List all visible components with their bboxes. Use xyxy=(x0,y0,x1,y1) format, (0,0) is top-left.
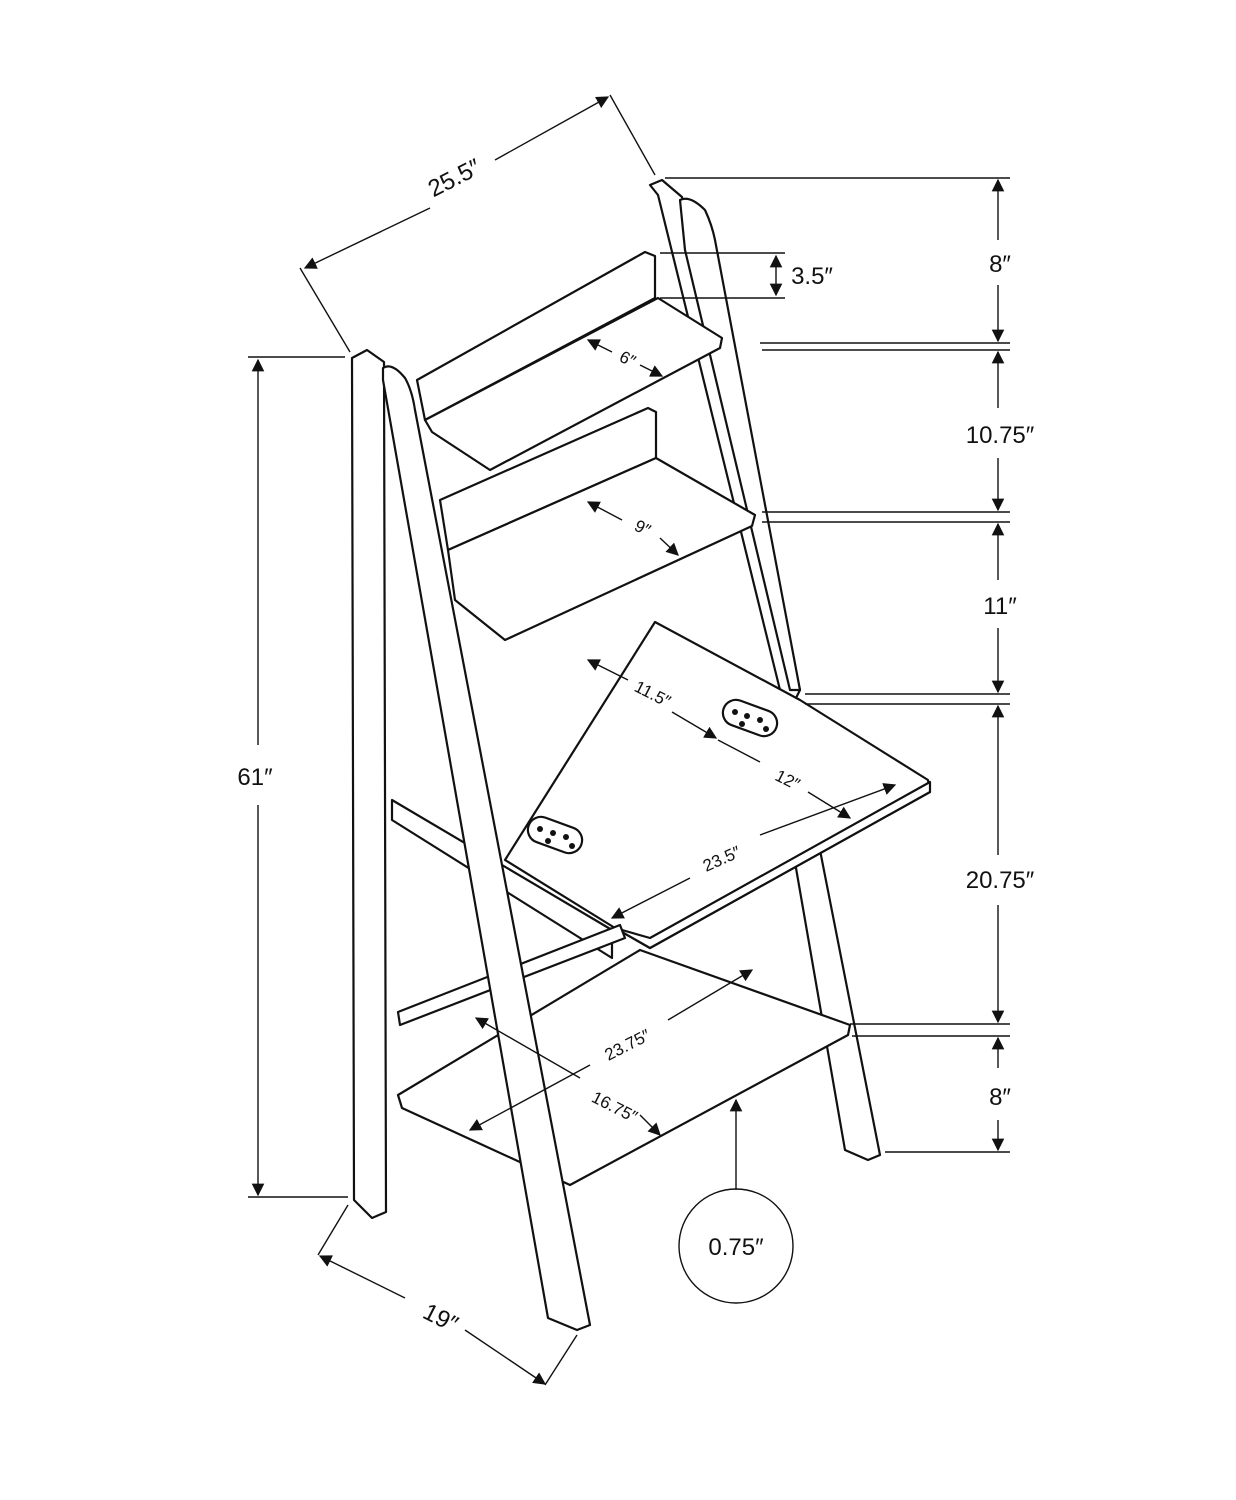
top-shelf-back-panel xyxy=(415,250,657,422)
label-middle-spacing: 11″ xyxy=(983,593,1017,620)
top-shelf xyxy=(423,296,724,472)
label-desk-height: 20.75″ xyxy=(966,867,1035,894)
desk-front-edge xyxy=(613,780,932,950)
label-bottom-spacing: 8″ xyxy=(989,1084,1011,1111)
label-top-section: 8″ xyxy=(989,251,1011,278)
second-shelf xyxy=(446,456,757,642)
dimension-lines xyxy=(248,94,1010,1386)
label-top-shelf-back-panel: 3.5″ xyxy=(791,263,833,290)
label-shelf-thickness: 0.75″ xyxy=(708,1234,764,1261)
thickness-callout-circle xyxy=(678,1188,794,1304)
hinge-left-icon xyxy=(526,815,584,855)
label-depth: 19″ xyxy=(419,1298,463,1338)
label-top-shelf-depth: 6″ xyxy=(616,347,638,371)
desk-surface xyxy=(503,620,932,950)
bottom-shelf xyxy=(396,948,852,1187)
front-left-leg xyxy=(381,365,592,1332)
label-second-shelf-depth: 9″ xyxy=(631,516,653,540)
label-upper-spacing: 10.75″ xyxy=(966,422,1035,449)
ladder-desk-drawing xyxy=(350,178,932,1332)
lower-back-right-leg xyxy=(790,838,882,1162)
second-shelf-back-panel xyxy=(438,406,658,552)
label-overall-height: 61″ xyxy=(237,764,273,791)
label-width: 25.5″ xyxy=(424,154,486,203)
back-left-upright xyxy=(350,348,388,1220)
hinge-right-icon xyxy=(721,698,779,738)
back-right-front-upright xyxy=(678,197,802,692)
